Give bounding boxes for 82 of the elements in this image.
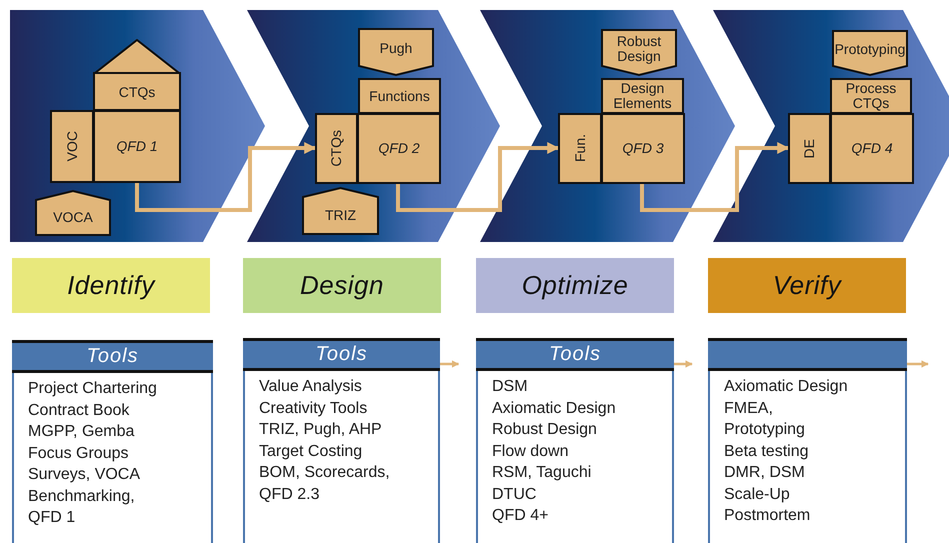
tool-item: Target Costing: [259, 442, 364, 462]
tools-panel: [12, 340, 213, 543]
tool-item: MGPP, Gemba: [28, 422, 136, 442]
phase-bar: [12, 258, 210, 313]
box-label: QFD 4: [851, 141, 893, 156]
panel-title: Tools: [314, 342, 369, 367]
process-box: [50, 110, 94, 183]
box-label: Functions: [369, 88, 430, 104]
box-label: Prototyping: [834, 42, 906, 56]
matrix-box: [357, 113, 441, 184]
box-label: Design Elements: [612, 81, 673, 111]
box-label: VOCA: [53, 208, 93, 224]
tool-item: Value Analysis: [259, 377, 363, 397]
tool-item: Benchmarking,: [28, 486, 136, 506]
connector-arrow: [440, 360, 460, 368]
connector-arrow: [640, 142, 790, 212]
matrix-box: [601, 113, 685, 184]
connector-arrow: [135, 142, 316, 212]
box-label: DE: [802, 138, 817, 158]
tool-item: DTUC: [492, 484, 538, 504]
phase-label: Verify: [772, 272, 842, 300]
box-label: QFD 1: [116, 139, 158, 154]
tool-item: TRIZ, Pugh, AHP: [259, 420, 383, 440]
box-label: CTQs: [118, 82, 156, 100]
tool-item: Project Chartering: [28, 379, 158, 399]
tool-item: DMR, DSM: [724, 463, 806, 483]
tool-item: Robust Design: [492, 420, 598, 440]
box-label: QFD 3: [622, 141, 664, 156]
box-label: CTQs: [329, 130, 344, 167]
process-box: [830, 78, 912, 114]
arrow-down-box: [601, 29, 677, 76]
box-label: QFD 2: [378, 141, 420, 156]
phase-bar: [476, 258, 674, 313]
tool-item: Surveys, VOCA: [28, 465, 142, 485]
tool-item: Creativity Tools: [259, 398, 368, 418]
house-shape: [302, 187, 379, 235]
connector-arrow: [674, 360, 693, 368]
panel-title: Tools: [85, 344, 140, 369]
tool-item: DSM: [492, 377, 529, 397]
tool-item: QFD 4+: [492, 506, 550, 526]
tool-item: Axiomatic Design: [724, 377, 849, 397]
tools-panel: [708, 338, 907, 543]
roofed-box: [93, 39, 181, 111]
phase-label: Design: [300, 272, 384, 300]
tool-item: BOM, Scorecards,: [259, 463, 391, 483]
box-label: Robust Design: [616, 34, 662, 64]
tool-item: QFD 2.3: [259, 484, 320, 504]
process-box: [358, 78, 441, 114]
process-box: [315, 113, 358, 184]
box-label: TRIZ: [324, 206, 356, 222]
phase-label: Identify: [67, 272, 155, 300]
process-box: [788, 113, 831, 184]
tool-item: Beta testing: [724, 442, 810, 462]
phase-label: Optimize: [522, 272, 628, 300]
tool-item: RSM, Taguchi: [492, 463, 592, 483]
connector-arrow: [396, 142, 560, 212]
connector-arrow: [907, 360, 929, 368]
tool-item: Prototyping: [724, 420, 806, 440]
box-label: Process CTQs: [844, 81, 898, 111]
arrow-down-box: [358, 28, 434, 76]
tool-item: Contract Book: [28, 400, 130, 420]
tool-item: Scale-Up: [724, 484, 791, 504]
process-box: [558, 113, 602, 184]
matrix-box: [830, 113, 914, 184]
panel-title: Tools: [548, 342, 602, 367]
tool-item: Postmortem: [724, 506, 812, 526]
process-box: [601, 78, 684, 114]
box-label: VOC: [64, 131, 80, 162]
tool-item: Axiomatic Design: [492, 398, 617, 418]
phase-bar: [243, 258, 441, 313]
box-label: Pugh: [380, 40, 412, 56]
tools-panel: [476, 338, 674, 543]
tool-item: Focus Groups: [28, 444, 130, 464]
tool-item: FMEA,: [724, 398, 774, 418]
matrix-box: [93, 110, 181, 183]
house-shape: [35, 190, 111, 236]
tool-item: QFD 1: [28, 508, 76, 528]
arrow-down-box: [832, 30, 908, 76]
box-label: Fun.: [572, 134, 588, 162]
tool-item: Flow down: [492, 442, 570, 462]
tools-panel: [243, 338, 440, 543]
phase-bar: [708, 258, 906, 313]
